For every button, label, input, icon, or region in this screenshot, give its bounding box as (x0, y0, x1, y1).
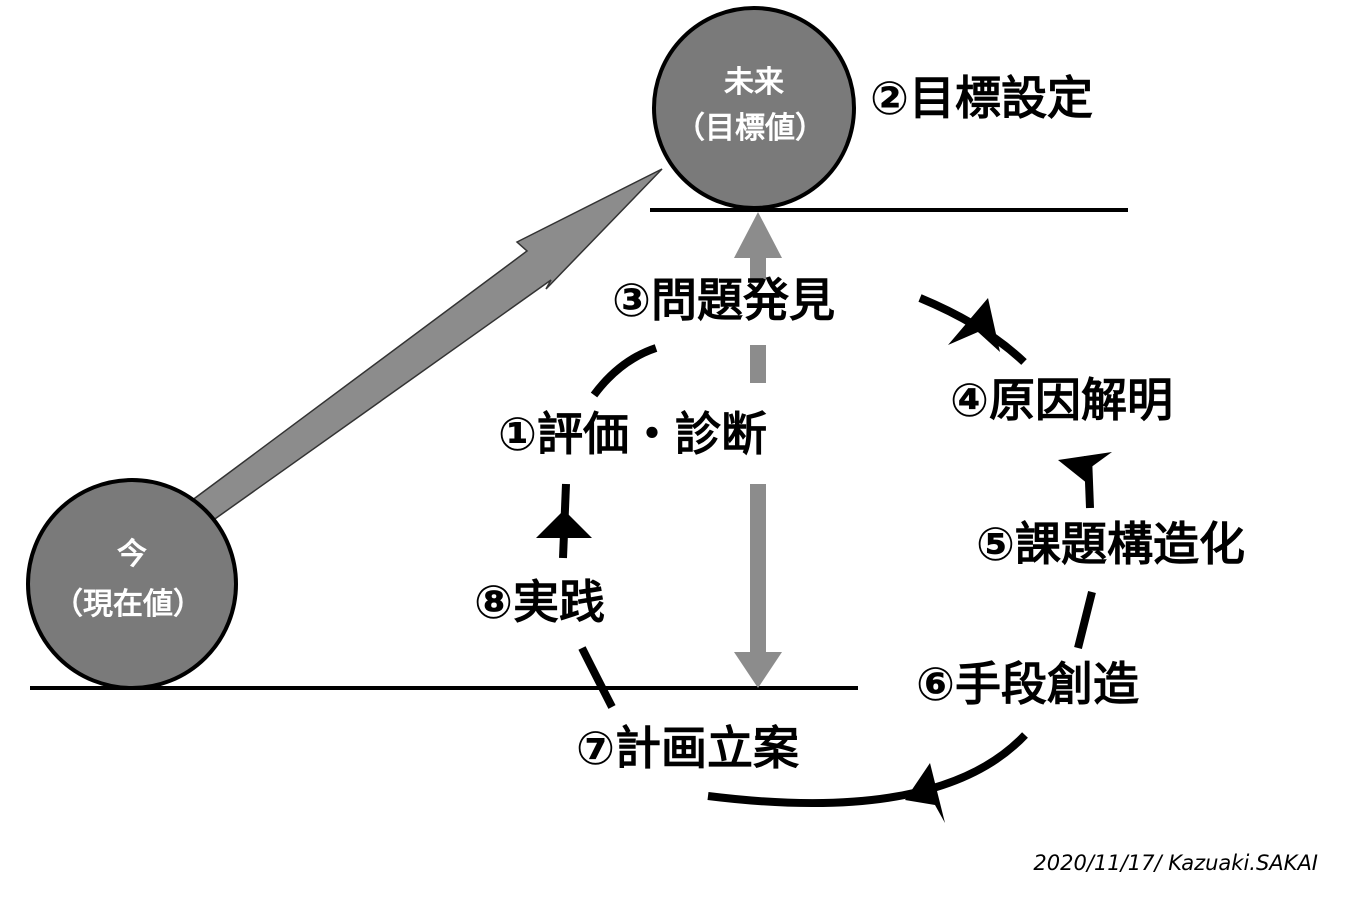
cycle-arc-issue-to-means (1074, 591, 1096, 649)
step-evaluation: ①評価・診断 (498, 407, 767, 461)
step-planning: ⑦計画立案 (576, 721, 800, 775)
step-problem-discovery: ③問題発見 (612, 273, 835, 327)
future-node-subtitle: （目標値） (675, 111, 825, 146)
cycle-arrowhead-2 (1058, 452, 1112, 484)
now-node: 今 （現在値） (26, 478, 238, 690)
gap-arrow-up-head (734, 212, 782, 258)
cycle-arrowhead-3 (905, 763, 945, 823)
step-practice: ⑧実践 (474, 575, 605, 629)
step-goal-setting: ②目標設定 (870, 71, 1093, 125)
future-node: 未来 （目標値） (652, 6, 856, 210)
step-means-creation: ⑥手段創造 (916, 657, 1139, 711)
gap-arrow (734, 212, 782, 688)
now-node-subtitle: （現在値） (53, 587, 203, 622)
progress-arrow (189, 168, 663, 522)
cycle-arc-means-to-plan (707, 732, 1028, 808)
future-node-title: 未来 (724, 65, 784, 100)
cycle-arrowhead-4 (536, 510, 592, 538)
cycle-arc-plan-to-practice (578, 646, 616, 709)
step-issue-structuring: ⑤課題構造化 (976, 517, 1245, 571)
cycle-arrowhead-1 (948, 298, 1000, 352)
gap-arrow-down-head (734, 652, 782, 688)
now-node-title: 今 (117, 537, 147, 572)
credit-text: 2020/11/17/ Kazuaki.SAKAI (1033, 851, 1318, 875)
cycle-arc-eval-to-problem (590, 344, 658, 398)
step-cause-analysis: ④原因解明 (950, 373, 1173, 427)
